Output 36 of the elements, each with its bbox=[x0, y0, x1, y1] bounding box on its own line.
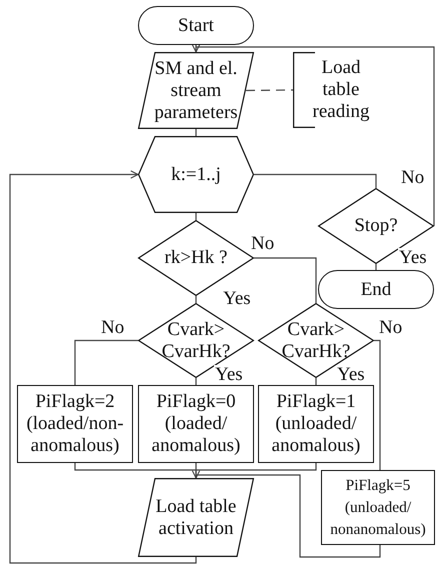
process-box bbox=[321, 470, 435, 545]
node-text: k:=1..j bbox=[171, 164, 221, 186]
node-text: (unloaded/ anomalous) bbox=[270, 413, 362, 457]
node-text: PiFlagk=0 bbox=[156, 391, 236, 413]
process-box bbox=[258, 385, 374, 463]
end-terminal bbox=[318, 270, 434, 309]
node-text: SM and el. stream parameters bbox=[153, 58, 239, 124]
node-text: Load table reading bbox=[312, 57, 370, 123]
connector-line bbox=[374, 340, 381, 470]
node-text: (unloaded/ nonanomalous) bbox=[329, 498, 427, 540]
dashed-connector bbox=[246, 89, 293, 92]
start-terminal bbox=[138, 6, 254, 45]
connector-line bbox=[74, 340, 138, 385]
loop-hexagon bbox=[138, 136, 254, 213]
node-text: rk>Hk ? bbox=[164, 247, 228, 269]
arrow bbox=[9, 170, 197, 564]
node-text: PiFlagk=1 bbox=[276, 391, 356, 413]
node-text: Start bbox=[178, 14, 214, 36]
input-parallelogram bbox=[138, 52, 254, 129]
node-text: End bbox=[360, 278, 392, 300]
connector-line bbox=[254, 257, 317, 303]
process-box bbox=[138, 385, 254, 463]
node-text: Cvark> CvarHk? bbox=[160, 318, 232, 362]
process-box bbox=[17, 385, 133, 463]
node-text: (loaded/ anomalous) bbox=[150, 413, 242, 457]
decision-diamond bbox=[318, 188, 434, 264]
node-text: (loaded/non- anomalous) bbox=[25, 413, 125, 457]
arrow bbox=[192, 44, 435, 226]
output-parallelogram bbox=[138, 478, 254, 557]
node-text: Cvark> CvarHk? bbox=[280, 318, 352, 362]
connector-line bbox=[254, 174, 377, 188]
node-text: Load table activation bbox=[154, 496, 238, 540]
node-text: PiFlagk=5 bbox=[346, 476, 410, 496]
node-text: PiFlagk=2 bbox=[35, 391, 115, 413]
arrow bbox=[192, 470, 381, 558]
node-text: Stop? bbox=[354, 215, 398, 237]
